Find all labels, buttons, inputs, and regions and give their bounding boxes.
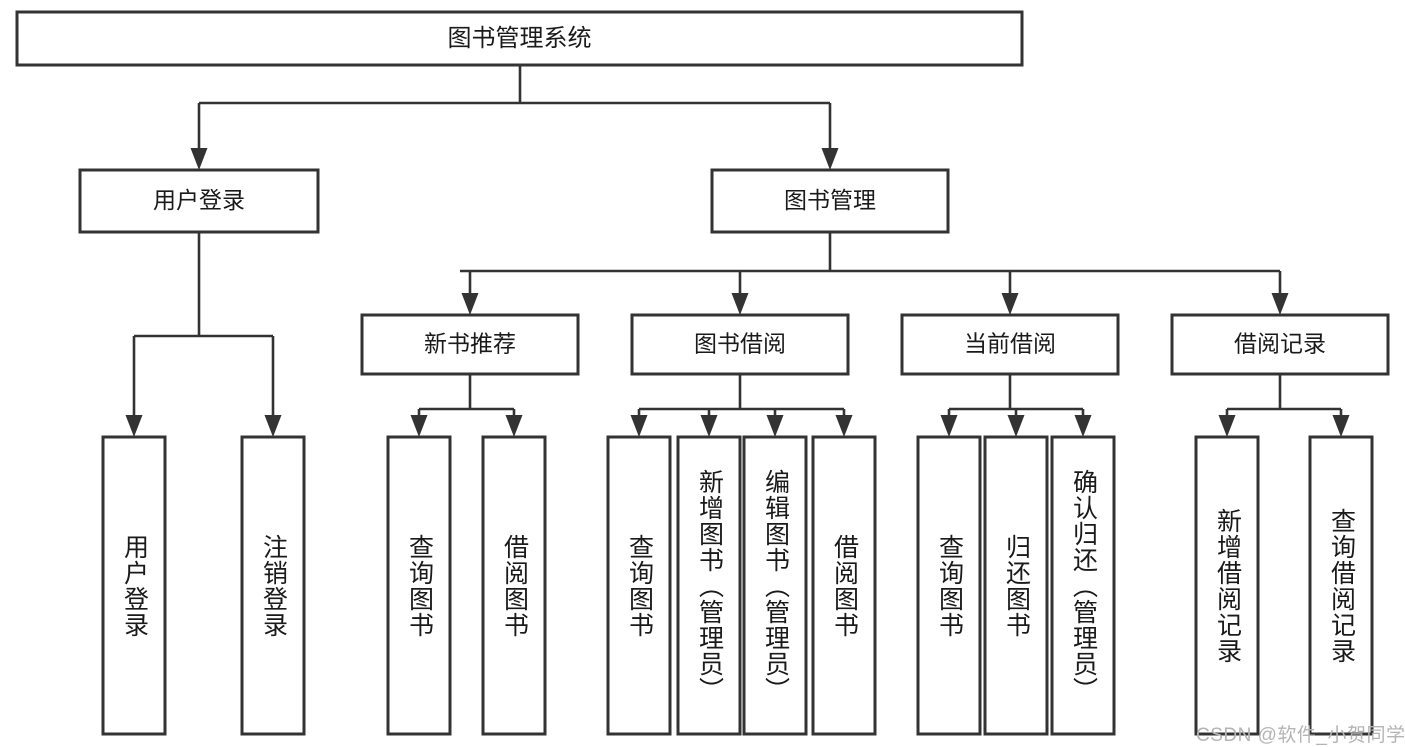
node-leaf-rect[interactable] (1308, 435, 1374, 736)
arrow-head-icon (731, 293, 749, 315)
arrow-head-icon (1001, 293, 1019, 315)
connector-group (419, 374, 514, 411)
node-leaf-rect[interactable] (606, 435, 672, 736)
connectors-layer (134, 65, 1341, 411)
node-l3-借阅记录[interactable]: 借阅记录 (1170, 313, 1390, 376)
node-root-图书管理系统[interactable]: 图书管理系统 (15, 10, 1024, 67)
arrow-head-icon (461, 293, 479, 315)
node-leaf-rect[interactable] (1050, 435, 1116, 736)
connector-group (460, 232, 1280, 273)
node-leaf-rect[interactable] (676, 435, 742, 736)
node-l2-用户登录-rect[interactable] (78, 168, 320, 234)
arrow-head-icon (766, 415, 784, 437)
node-l3-新书推荐-label: 新书推荐 (424, 331, 516, 357)
node-leaf-rect[interactable] (240, 435, 306, 736)
node-leaf-确认归还（管理员）[interactable] (1050, 435, 1116, 736)
node-leaf-新增借阅记录[interactable] (1194, 435, 1260, 736)
node-leaf-rect[interactable] (811, 435, 877, 736)
node-l3-当前借阅[interactable]: 当前借阅 (900, 313, 1120, 376)
arrow-head-icon (630, 415, 648, 437)
node-leaf-rect[interactable] (983, 435, 1049, 736)
node-l3-图书借阅-rect[interactable] (630, 313, 850, 376)
node-leaf-查询图书[interactable] (386, 435, 452, 736)
arrow-head-icon (1218, 415, 1236, 437)
node-l3-借阅记录-label: 借阅记录 (1234, 331, 1326, 357)
node-l3-图书借阅[interactable]: 图书借阅 (630, 313, 850, 376)
arrow-head-icon (835, 415, 853, 437)
node-l3-当前借阅-rect[interactable] (900, 313, 1120, 376)
node-l2-用户登录-label: 用户登录 (153, 187, 245, 213)
node-leaf-rect[interactable] (742, 435, 808, 736)
arrow-head-icon (410, 415, 428, 437)
node-leaf-查询借阅记录[interactable] (1308, 435, 1374, 736)
node-leaf-rect[interactable] (1194, 435, 1260, 736)
arrow-head-icon (821, 148, 839, 170)
arrow-head-icon (940, 415, 958, 437)
node-leaf-归还图书[interactable] (983, 435, 1049, 736)
connector-group (134, 232, 273, 338)
node-leaf-rect[interactable] (481, 435, 547, 736)
arrow-head-icon (505, 415, 523, 437)
connector-group (1227, 374, 1341, 411)
arrow-head-icon (700, 415, 718, 437)
node-l3-借阅记录-rect[interactable] (1170, 313, 1390, 376)
node-leaf-rect[interactable] (916, 435, 982, 736)
arrow-head-icon (264, 415, 282, 437)
arrow-head-icon (1007, 415, 1025, 437)
arrow-head-icon (1332, 415, 1350, 437)
node-leaf-rect[interactable] (386, 435, 452, 736)
node-leaf-查询图书[interactable] (606, 435, 672, 736)
arrowheads-layer (125, 103, 1350, 437)
node-leaf-用户登录[interactable] (101, 435, 167, 736)
node-leaf-注销登录[interactable] (240, 435, 306, 736)
node-leaf-rect[interactable] (101, 435, 167, 736)
watermark-credit: CSDN @软件_小贺同学 (1196, 725, 1405, 746)
connector-group (949, 374, 1083, 411)
node-root-图书管理系统-label: 图书管理系统 (448, 25, 592, 52)
node-leaf-借阅图书[interactable] (481, 435, 547, 736)
node-l3-新书推荐-rect[interactable] (360, 313, 580, 376)
node-leaf-查询图书[interactable] (916, 435, 982, 736)
node-leaf-新增图书（管理员）[interactable] (676, 435, 742, 736)
connector-group (199, 65, 830, 105)
node-l3-图书借阅-label: 图书借阅 (694, 331, 786, 357)
node-l2-用户登录[interactable]: 用户登录 (78, 168, 320, 234)
node-l3-新书推荐[interactable]: 新书推荐 (360, 313, 580, 376)
arrow-head-icon (190, 148, 208, 170)
arrow-head-icon (1271, 293, 1289, 315)
node-leaf-借阅图书[interactable] (811, 435, 877, 736)
node-l2-图书管理[interactable]: 图书管理 (710, 168, 950, 234)
node-root-图书管理系统-rect[interactable] (15, 10, 1024, 67)
arrow-head-icon (125, 415, 143, 437)
connector-group (639, 374, 844, 411)
node-l2-图书管理-label: 图书管理 (784, 187, 876, 213)
arrow-head-icon (1074, 415, 1092, 437)
node-leaf-编辑图书（管理员）[interactable] (742, 435, 808, 736)
node-l3-当前借阅-label: 当前借阅 (964, 331, 1056, 357)
node-l2-图书管理-rect[interactable] (710, 168, 950, 234)
